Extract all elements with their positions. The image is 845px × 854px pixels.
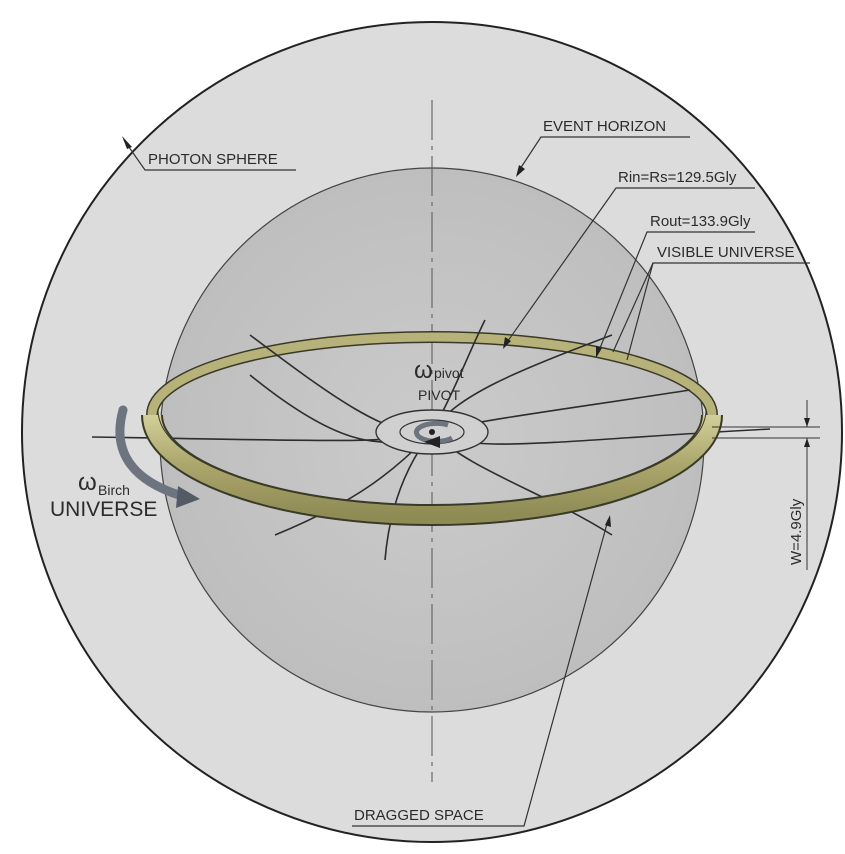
- omega-pivot-subscript: pivot: [434, 365, 464, 381]
- event-horizon-label: EVENT HORIZON: [543, 118, 666, 135]
- birch-rotation-arrow: [115, 405, 187, 501]
- width-dimension: [712, 400, 820, 570]
- pivot-center-dot: [429, 429, 435, 435]
- omega-birch-subscript: Birch: [98, 482, 130, 498]
- omega-pivot-symbol: ω: [414, 357, 433, 384]
- rin-leader: [504, 187, 755, 346]
- visible-universe-leader-2: [626, 262, 654, 361]
- pivot-label: PIVOT: [418, 387, 460, 403]
- rout-label: Rout=133.9Gly: [650, 213, 751, 230]
- dragged-space-leader: [352, 519, 609, 827]
- event-horizon-leader: [517, 136, 690, 173]
- photon-sphere-label: PHOTON SPHERE: [148, 151, 278, 168]
- ring-front-highlight: [157, 409, 707, 506]
- ring-back-fill: [147, 332, 717, 416]
- pivot-rotation-arrow: [413, 420, 454, 444]
- universe-label: UNIVERSE: [50, 498, 157, 521]
- width-label: W=4.9Gly: [788, 498, 805, 565]
- rout-leader: [597, 231, 755, 354]
- ring-front-fill: [143, 414, 721, 524]
- photon-sphere-leader: [123, 139, 296, 171]
- dragged-space-label: DRAGGED SPACE: [354, 807, 484, 824]
- rin-label: Rin=Rs=129.5Gly: [618, 169, 737, 186]
- leader-lines: [122, 136, 810, 827]
- visible-universe-label: VISIBLE UNIVERSE: [657, 244, 795, 261]
- birch-arrow-head: [176, 486, 200, 508]
- omega-birch-symbol: ω: [78, 469, 97, 496]
- pivot-arrow-head: [424, 436, 440, 448]
